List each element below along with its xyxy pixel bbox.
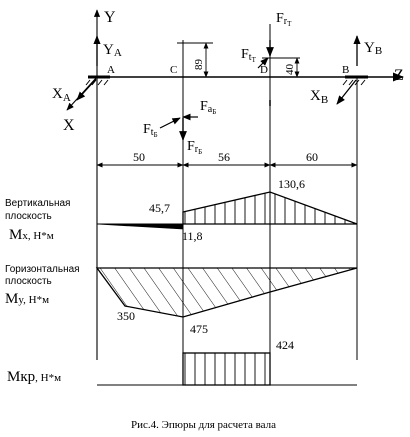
- force-frb-subsub: Б: [198, 148, 202, 156]
- span-cd-label: 56: [218, 150, 230, 164]
- vertical-plane-label-2: плоскость: [5, 211, 52, 222]
- reaction-xb-label: X: [310, 88, 321, 104]
- force-ftt-sub: t: [249, 52, 252, 63]
- force-fab-sub: a: [208, 104, 213, 115]
- my-value-475: 475: [190, 322, 208, 336]
- z-axis-label: Z: [394, 67, 404, 84]
- mkr-region: [182, 352, 271, 386]
- span-ac-label: 50: [133, 150, 145, 164]
- reaction-yb-sub: B: [375, 45, 382, 57]
- force-fab-label: F: [200, 99, 208, 114]
- span-db-label: 60: [306, 150, 318, 164]
- svg-text:XB: XB: [310, 88, 328, 106]
- point-b-label: B: [342, 64, 349, 76]
- svg-text:YB: YB: [364, 40, 382, 57]
- my-value-350: 350: [117, 309, 135, 323]
- reaction-ya-sub: A: [114, 47, 122, 59]
- reaction-xa-arrow: [76, 78, 97, 101]
- vertical-moment-sub: x: [22, 230, 28, 242]
- svg-text:FrТ: FrТ: [276, 11, 292, 28]
- reaction-yb-label: Y: [364, 40, 375, 56]
- force-ftb-subsub: Б: [154, 131, 158, 139]
- mx-value-d: 130,6: [278, 177, 305, 191]
- force-ftb-sub: t: [151, 127, 154, 138]
- force-ftt-arrow: [257, 57, 269, 69]
- reaction-xb-sub: B: [321, 94, 328, 106]
- svg-text:FaБ: FaБ: [200, 99, 216, 116]
- force-ftb-arrow: [159, 117, 181, 129]
- force-ftt-label: F: [241, 47, 249, 62]
- svg-text:Mx, Н*м: Mx, Н*м: [9, 227, 54, 243]
- vertical-plane-label-1: Вертикальная: [5, 198, 70, 209]
- force-ftt-subsub: Т: [252, 56, 257, 64]
- mkr-value: 424: [276, 338, 294, 352]
- vertical-moment-unit: , Н*м: [28, 230, 54, 242]
- svg-text:FrБ: FrБ: [187, 139, 202, 156]
- force-frt-sub: r: [284, 16, 288, 27]
- vertical-moment-label: M: [9, 227, 22, 243]
- force-frt-subsub: Т: [287, 20, 292, 28]
- mx-value-c-upper: 45,7: [149, 201, 170, 215]
- reaction-xb-arrow: [336, 79, 357, 105]
- point-c-label: C: [170, 64, 177, 76]
- svg-text:YA: YA: [103, 42, 122, 59]
- x-axis-label: X: [63, 117, 75, 134]
- reaction-xa-label: X: [52, 86, 63, 102]
- reaction-xa-sub: A: [63, 92, 71, 104]
- force-frb-sub: r: [195, 144, 199, 155]
- dim-40-label: 40: [284, 64, 296, 76]
- svg-text:FtБ: FtБ: [143, 122, 158, 139]
- force-frt-label: F: [276, 11, 284, 26]
- horizontal-plane-label-1: Горизонтальная: [5, 264, 80, 275]
- svg-text:Mкр, Н*м: Mкр, Н*м: [7, 369, 61, 385]
- force-frb-label: F: [187, 139, 195, 154]
- svg-text:FtТ: FtТ: [241, 47, 257, 64]
- horizontal-moment-label: M: [5, 291, 18, 307]
- y-axis-label: Y: [104, 9, 116, 26]
- dim-89-label: 89: [193, 59, 205, 71]
- horizontal-moment-sub: y: [18, 294, 24, 306]
- torque-label: Mкр: [7, 369, 35, 385]
- mx-upper-region: [182, 191, 358, 225]
- torque-unit: , Н*м: [35, 372, 61, 384]
- force-fab-subsub: Б: [212, 108, 216, 116]
- point-a-label: A: [107, 64, 115, 76]
- figure-caption: Рис.4. Эпюры для расчета вала: [131, 419, 276, 431]
- support-a: [85, 75, 110, 86]
- force-ftb-label: F: [143, 122, 151, 137]
- svg-text:My, Н*м: My, Н*м: [5, 291, 49, 307]
- svg-text:XA: XA: [52, 86, 71, 104]
- horizontal-moment-unit: , Н*м: [23, 294, 49, 306]
- horizontal-plane-label-2: плоскость: [5, 276, 52, 287]
- mx-lower-region: [96, 223, 184, 230]
- my-region: [95, 267, 358, 318]
- reaction-ya-label: Y: [103, 42, 114, 58]
- point-d-label: D: [260, 64, 268, 76]
- mx-value-c-lower: 11,8: [182, 229, 203, 243]
